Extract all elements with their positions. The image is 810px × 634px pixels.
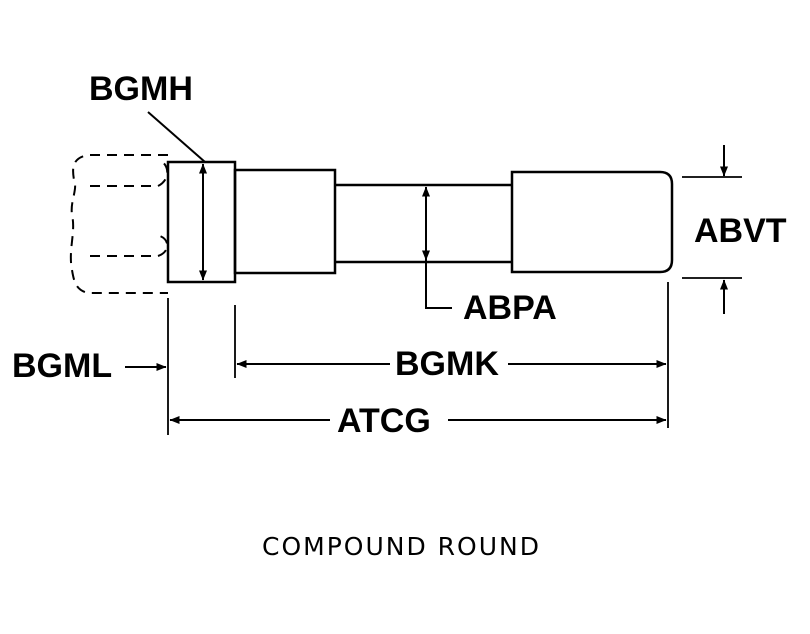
- label-abvt: ABVT: [694, 212, 787, 250]
- label-bgmk: BGMK: [395, 345, 499, 383]
- end-section: [510, 170, 674, 274]
- bgmh-leader: [147, 111, 206, 163]
- first-shank: [233, 168, 337, 275]
- diagram-caption: COMPOUND ROUND: [262, 532, 541, 561]
- label-bgml: BGML: [12, 347, 112, 385]
- label-atcg: ATCG: [337, 402, 431, 440]
- neck-section: [335, 183, 512, 264]
- phantom-mating-part: [69, 154, 169, 294]
- label-bgmh: BGMH: [89, 70, 193, 108]
- label-abpa: ABPA: [463, 289, 557, 327]
- head-section: [166, 160, 237, 284]
- abpa-leader: [425, 260, 452, 309]
